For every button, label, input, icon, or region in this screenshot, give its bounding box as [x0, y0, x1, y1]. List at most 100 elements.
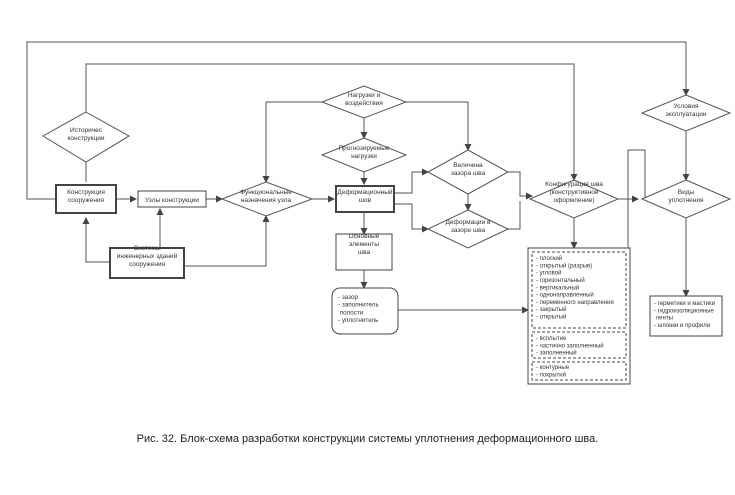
- label-seal-list: - герметики и мастики- гидроизоляционные…: [654, 301, 715, 329]
- label-line: Нагрузки и: [348, 92, 381, 99]
- diamond-load: [320, 85, 408, 119]
- label-line: - шпонки и профили: [654, 323, 710, 329]
- label-line: элементы: [349, 241, 379, 248]
- connector-joint-deform: [394, 203, 429, 233]
- diamond-functional: [220, 181, 314, 217]
- box-deformation-joint: [335, 185, 395, 213]
- label-line: (конструктивное: [549, 189, 598, 196]
- label-structure-nodes: Узлы конструкции: [145, 197, 199, 204]
- diamond-seal: [640, 179, 732, 219]
- connector-outer-loop: [26, 41, 690, 200]
- label-line: - однонаправленный: [536, 292, 594, 299]
- label-elements-list: - зазор- заполнитель полости- уплотнител…: [338, 294, 379, 324]
- label-line: воздействия: [345, 99, 383, 107]
- connector-second-loop: [85, 63, 578, 182]
- diamond-service: [640, 94, 732, 132]
- box-config-group3: [531, 361, 627, 381]
- box-structure: [55, 184, 117, 214]
- label-line: Величина: [453, 162, 483, 169]
- label-line: - открытый: [536, 314, 566, 321]
- label-line: назначения узла: [241, 197, 292, 204]
- label-line: сооружения: [129, 261, 166, 268]
- label-line: Условия: [673, 103, 699, 110]
- label-line: - заполнитель: [338, 302, 379, 309]
- label-line: ленты: [654, 316, 673, 322]
- box-basic-elements: [335, 233, 393, 271]
- label-line: оформление): [553, 197, 594, 204]
- label-line: - герметики и мастики: [654, 301, 715, 307]
- label-line: полости: [338, 309, 364, 316]
- connector-load-functional: [262, 101, 322, 183]
- label-line: Виды: [678, 189, 695, 196]
- box-engineering-systems: [109, 247, 185, 279]
- label-line: шов: [359, 197, 372, 204]
- label-line: инженерных зданий: [117, 252, 178, 260]
- label-line: - контурные: [536, 365, 570, 371]
- process-nodes: [55, 184, 723, 385]
- label-config-group1: - плоский- открытый (разрыв)- угловой- г…: [536, 255, 614, 321]
- connector-joint-gap: [394, 168, 429, 194]
- label-line: - закрытый: [536, 306, 566, 313]
- diamond-gap: [426, 149, 510, 195]
- box-seal-list: [649, 295, 723, 337]
- label-line: Прогнозируемые: [338, 145, 389, 152]
- label-line: - уплотнитель: [338, 317, 379, 324]
- connector-deform-config: [508, 201, 521, 230]
- label-config-group3: - контурные- покрытий: [536, 365, 570, 378]
- label-config-group2: - всплытие- частично заполненный- заполн…: [536, 336, 604, 357]
- diamond-config: [528, 179, 620, 219]
- label-line: - горизонтальный: [536, 277, 585, 284]
- box-config-group2: [531, 331, 627, 359]
- box-structure-nodes: [137, 190, 207, 208]
- label-line: - угловой: [536, 270, 561, 277]
- label-line: - частично заполненный: [536, 342, 604, 349]
- label-line: - вертикальный: [536, 284, 579, 291]
- label-line: - покрытий: [536, 371, 566, 378]
- decision-nodes: [42, 85, 732, 249]
- connector-gap-config: [508, 171, 533, 200]
- box-config-group1: [531, 251, 627, 329]
- label-line: Конфигурация шва: [545, 181, 603, 188]
- label-line: Основные: [349, 233, 380, 240]
- label-line: - заполненный: [536, 350, 577, 357]
- label-line: зазоре шва: [451, 227, 486, 234]
- connector-load-gap: [406, 101, 472, 151]
- label-line: Функциональные: [240, 189, 292, 196]
- figure-caption: Рис. 32. Блок-схема разработки конструкц…: [136, 433, 599, 445]
- label-line: шва: [358, 249, 371, 256]
- label-line: Историчес: [70, 127, 103, 134]
- label-line: - всплытие: [536, 336, 567, 342]
- diamond-historical: [42, 111, 130, 163]
- label-line: Узлы конструкции: [145, 197, 199, 204]
- label-line: сооружения: [68, 197, 105, 204]
- label-line: зазора шва: [451, 170, 486, 177]
- diamond-expected: [320, 137, 408, 173]
- label-line: - плоский: [536, 255, 562, 262]
- label-line: уплотнения: [668, 197, 704, 204]
- diamond-deformations: [426, 209, 510, 249]
- label-line: Деформации в: [446, 219, 491, 226]
- label-line: - открытый (разрыв): [536, 262, 592, 269]
- connector-systems-functional: [184, 215, 270, 267]
- label-line: Системы: [133, 245, 161, 252]
- label-line: эксплуатации: [666, 111, 707, 118]
- label-line: - зазор: [338, 294, 358, 301]
- label-line: - переменного направления: [536, 300, 614, 306]
- label-line: Деформационный: [337, 188, 392, 196]
